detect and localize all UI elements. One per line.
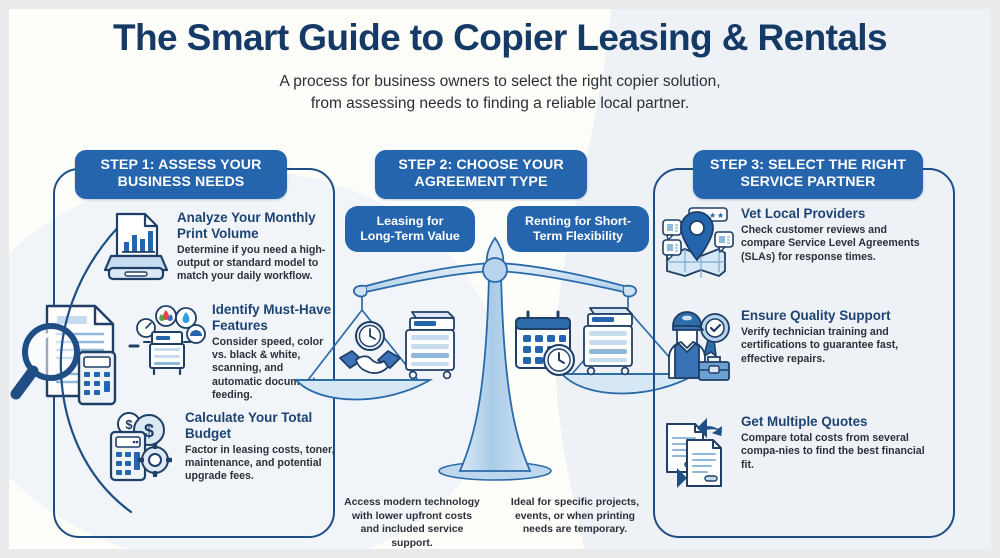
list-item-copy: Calculate Your Total Budget Factor in le… (185, 410, 335, 484)
subtitle-line-1: A process for business owners to select … (279, 72, 721, 90)
page-title: The Smart Guide to Copier Leasing & Rent… (113, 17, 888, 58)
list-item[interactable]: Analyze Your Monthly Print Volume Determ… (103, 210, 333, 284)
list-item[interactable]: ★★ ★★ (662, 206, 929, 282)
magnifier-document-calculator-icon (10, 304, 117, 406)
svg-text:$: $ (125, 417, 133, 432)
list-item-body: Compare total costs from several compa-n… (741, 431, 925, 471)
list-item-title: Vet Local Providers (741, 206, 866, 221)
copier-icon (583, 307, 633, 376)
list-item-copy: Identify Must-Have Features Consider spe… (212, 302, 335, 402)
list-item[interactable]: $ $ (107, 410, 335, 484)
step-column-2: STEP 2: CHOOSE YOUR AGREEMENT TYPE Leasi… (293, 150, 700, 549)
step-2-badge[interactable]: STEP 2: CHOOSE YOUR AGREEMENT TYPE (375, 150, 587, 199)
agreement-option-renting[interactable]: Renting for Short- Term Flexibility (507, 206, 649, 253)
page-subtitle: A process for business owners to select … (0, 71, 1000, 116)
step-column-1: STEP 1: ASSESS YOUR BUSINESS NEEDS (10, 150, 335, 538)
step-column-3: STEP 3: SELECT THE RIGHT SERVICE PARTNER (645, 150, 975, 538)
list-item[interactable]: Identify Must-Have Features Consider spe… (128, 302, 335, 402)
balance-scale-icon: Access modern technology with lower upfr… (293, 234, 700, 549)
list-item-copy: Analyze Your Monthly Print Volume Determ… (177, 210, 333, 284)
list-item-copy: Vet Local Providers Check customer revie… (741, 206, 929, 282)
pan-contents-left (338, 306, 460, 384)
copier-features-icon (128, 302, 206, 402)
list-item-body: Determine if you need a high-output or s… (177, 243, 326, 283)
list-item-title: Calculate Your Total Budget (185, 410, 313, 441)
documents-exchange-icon (663, 414, 733, 490)
curved-arc-connector (59, 218, 133, 514)
list-item-title: Ensure Quality Support (741, 308, 891, 323)
printer-tray-chart-icon (103, 210, 169, 284)
list-item[interactable]: Get Multiple Quotes Compare total costs … (663, 414, 929, 490)
technician-badge-icon (663, 308, 733, 384)
svg-text:★: ★ (709, 211, 716, 220)
handshake-icon (339, 321, 401, 374)
header: The Smart Guide to Copier Leasing & Rent… (0, 17, 1000, 116)
leasing-caption: Access modern technology with lower upfr… (344, 497, 480, 549)
list-item-body: Factor in leasing costs, toner, maintena… (185, 443, 335, 483)
steps-container: STEP 1: ASSESS YOUR BUSINESS NEEDS (0, 150, 1000, 550)
step-1-badge[interactable]: STEP 1: ASSESS YOUR BUSINESS NEEDS (75, 150, 287, 199)
list-item-copy: Get Multiple Quotes Compare total costs … (741, 414, 929, 490)
list-item-body: Consider speed, color vs. black & white,… (212, 335, 324, 401)
svg-text:★: ★ (717, 211, 724, 220)
list-item[interactable]: Ensure Quality Support Verify technician… (663, 308, 929, 384)
list-item-body: Check customer reviews and compare Servi… (741, 223, 920, 263)
list-item-title: Identify Must-Have Features (212, 302, 332, 333)
svg-text:$: $ (144, 421, 154, 441)
pan-contents-right (512, 302, 638, 380)
agreement-option-leasing[interactable]: Leasing for Long-Term Value (345, 206, 475, 253)
calendar-icon (515, 310, 575, 376)
calculator-money-gear-icon: $ $ (107, 410, 177, 484)
subtitle-line-2: from assessing needs to finding a reliab… (310, 95, 690, 113)
list-item-title: Get Multiple Quotes (741, 414, 868, 429)
list-item-body: Verify technician training and certifica… (741, 325, 899, 365)
map-pin-reviews-icon: ★★ ★★ (662, 206, 734, 282)
list-item-copy: Ensure Quality Support Verify technician… (741, 308, 929, 384)
list-item-title: Analyze Your Monthly Print Volume (177, 210, 316, 241)
step-3-badge[interactable]: STEP 3: SELECT THE RIGHT SERVICE PARTNER (693, 150, 923, 199)
copier-icon (405, 311, 455, 380)
renting-caption: Ideal for specific projects, events, or … (510, 497, 640, 536)
